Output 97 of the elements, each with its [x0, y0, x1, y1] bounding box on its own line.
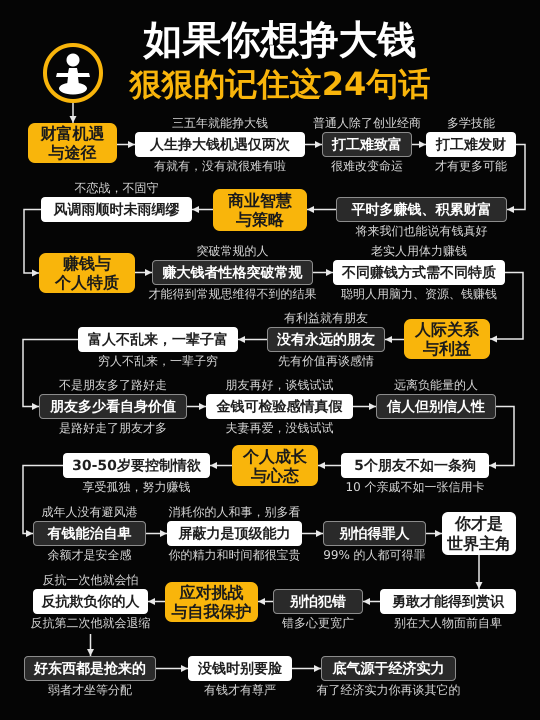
arrow [385, 336, 404, 343]
process-box: 平时多赚钱、积累财富 [336, 197, 507, 222]
process-box: 风调雨顺时未雨绸缪 [41, 197, 192, 222]
caption-text: 你的精力和时间都很宝贵 [168, 548, 300, 562]
process-box: 勇敢才能得到赏识 [380, 589, 516, 614]
category-box: 财富机遇与途径 [28, 123, 117, 163]
caption-text: 余额才是安全感 [48, 548, 132, 562]
process-box: 没钱时别要脸 [188, 656, 292, 681]
caption-text: 朋友再好，谈钱试试 [226, 378, 334, 392]
caption-text: 穷人不乱来，一辈子穷 [98, 354, 218, 368]
caption-text: 10 个亲戚不如一张信用卡 [345, 480, 485, 494]
arrow [490, 272, 524, 342]
caption-text: 不恋战，不固守 [74, 181, 158, 195]
caption-text: 三五年就能挣大钱 [172, 116, 268, 130]
caption-text: 将来我们也能说有钱真好 [356, 224, 488, 238]
process-box: 打工难致富 [322, 132, 412, 157]
category-box: 商业智慧与策略 [213, 189, 307, 231]
caption-text: 错多心更宽广 [282, 616, 354, 630]
caption-text: 有了经济实力你再谈其它的 [316, 683, 460, 697]
arrow [292, 665, 321, 672]
caption-text: 有利益就有朋友 [284, 311, 368, 325]
arrow [192, 206, 213, 213]
process-box: 赚大钱者性格突破常规 [152, 260, 313, 285]
process-box: 好东西都是抢来的 [24, 656, 156, 681]
arrow [426, 530, 442, 537]
caption-text: 多学技能 [447, 116, 495, 130]
category-box: 应对挑战与自我保护 [165, 582, 258, 622]
arrow [412, 141, 426, 148]
caption-text: 才有更多可能 [435, 159, 507, 173]
caption-text: 远离负能量的人 [394, 378, 478, 392]
caption-text: 老实人用体力赚钱 [371, 244, 467, 258]
arrow [87, 634, 94, 656]
caption-text: 很难改变命运 [331, 159, 403, 173]
arrow [363, 598, 380, 605]
caption-text: 不是朋友多了路好走 [59, 378, 167, 392]
caption-text: 99% 的人都可得罪 [323, 548, 426, 562]
arrow [187, 403, 206, 410]
caption-text: 是路好走了朋友才多 [59, 421, 167, 435]
arrow [258, 598, 273, 605]
person-icon [43, 43, 103, 103]
arrow [156, 665, 188, 672]
arrow [238, 336, 267, 343]
process-box: 屏蔽力是顶级能力 [167, 521, 302, 546]
caption-text: 普通人除了创业经商 [313, 116, 421, 130]
caption-text: 别在大人物面前自卑 [394, 616, 502, 630]
arrow [22, 338, 78, 410]
process-box: 别怕犯错 [273, 589, 363, 614]
caption-text: 弱者才坐等分配 [48, 683, 132, 697]
caption-text: 夫妻再爱，没钱试试 [226, 421, 334, 435]
caption-text: 反抗第二次他就会退缩 [30, 616, 150, 630]
arrow [476, 555, 482, 589]
category-box: 个人成长与心态 [232, 445, 318, 486]
arrow [318, 462, 341, 469]
process-box: 没有永远的朋友 [267, 327, 385, 352]
title: 如果你想挣大钱 [144, 19, 416, 63]
arrow [210, 462, 232, 469]
arrow [353, 403, 376, 410]
category-box: 赚钱与个人特质 [39, 253, 135, 293]
caption-text: 先有价值再谈感情 [278, 354, 374, 368]
caption-text: 才能得到常规思维得不到的结果 [148, 287, 316, 301]
arrow [305, 141, 322, 148]
arrow [507, 144, 526, 213]
process-box: 富人不乱来，一辈子富 [78, 327, 238, 352]
caption-text: 消耗你的人和事，别多看 [168, 505, 300, 519]
arrow [23, 208, 41, 276]
process-box: 反抗欺负你的人 [33, 589, 148, 614]
arrow [148, 598, 165, 605]
arrow [117, 141, 135, 148]
caption-text: 有就有，没有就很难有啦 [154, 159, 286, 173]
caption-text: 反抗一次他就会怕 [42, 573, 138, 587]
process-box: 金钱可检验感情真假 [206, 394, 353, 419]
arrow [70, 103, 76, 123]
arrow [489, 406, 515, 469]
arrow [307, 206, 336, 213]
arrow [135, 269, 152, 276]
process-box: 不同赚钱方式需不同特质 [333, 260, 505, 285]
arrow [313, 269, 333, 276]
arrow [302, 530, 323, 537]
process-box: 你才是世界主角 [442, 512, 516, 555]
process-box: 30-50岁要控制情欲 [63, 453, 210, 478]
process-box: 朋友多少看自身价值 [39, 394, 187, 419]
caption-text: 有钱才有尊严 [204, 683, 276, 697]
process-box: 底气源于经济实力 [321, 656, 456, 681]
caption-text: 聪明人用脑力、资源、钱赚钱 [341, 287, 497, 301]
process-box: 别怕得罪人 [323, 521, 426, 546]
process-box: 有钱能治自卑 [33, 521, 146, 546]
caption-text: 突破常规的人 [196, 244, 268, 258]
process-box: 信人但别信人性 [376, 394, 496, 419]
process-box: 打工难发财 [426, 132, 516, 157]
process-box: 5个朋友不如一条狗 [341, 453, 489, 478]
arrow [146, 530, 167, 537]
category-box: 人际关系与利益 [404, 319, 490, 359]
process-box: 人生挣大钱机遇仅两次 [135, 132, 305, 157]
arrow [22, 464, 63, 537]
caption-text: 成年人没有避风港 [42, 505, 138, 519]
subtitle: 狠狠的记住这24句话 [130, 66, 430, 102]
caption-text: 享受孤独，努力赚钱 [82, 480, 190, 494]
